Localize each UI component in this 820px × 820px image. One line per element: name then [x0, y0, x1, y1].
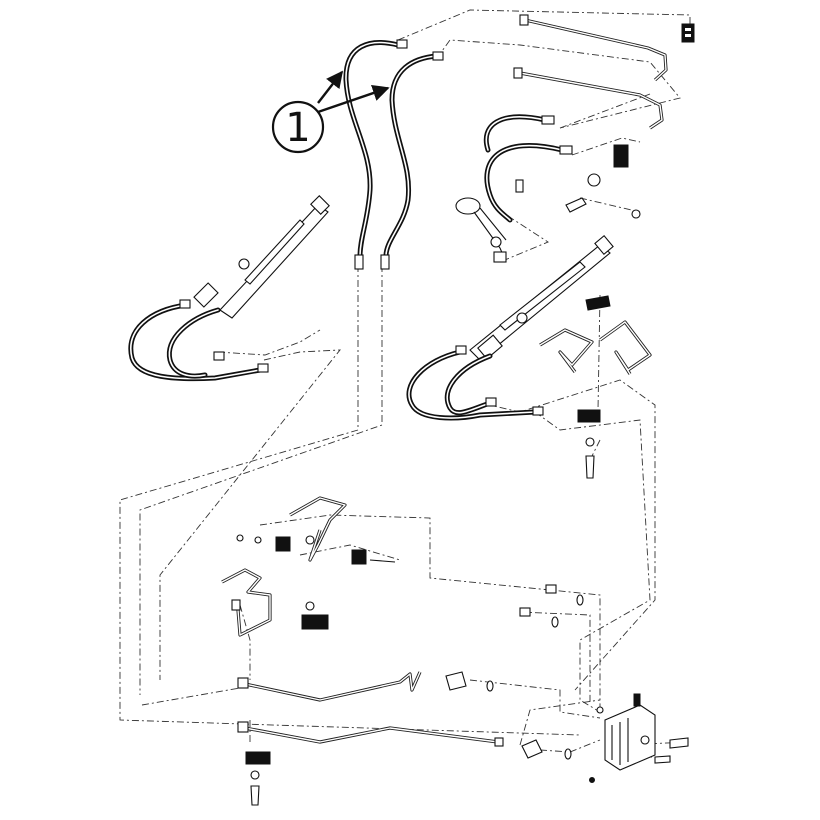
middle-right-hoses: [483, 114, 641, 223]
dashed-connection-lines: [119, 9, 691, 758]
bolt: [565, 197, 587, 213]
washer: [305, 601, 315, 611]
hose-fitting: [455, 345, 467, 355]
tube-fitting: [237, 721, 249, 733]
tube-fitting: [519, 14, 529, 26]
washer: [250, 770, 260, 780]
nut: [631, 209, 641, 219]
hose-fitting: [396, 39, 408, 49]
callout-1: 1: [271, 70, 390, 154]
bolt: [250, 785, 260, 806]
right-hydraulic-cylinder: [469, 235, 614, 361]
cylinder-clamp: [585, 295, 611, 311]
callout-label: 1: [285, 105, 310, 151]
center-tube-assembly: [236, 496, 396, 565]
tube-clamp: [245, 751, 271, 765]
left-hydraulic-cylinder: [193, 195, 330, 319]
control-valve: [589, 693, 689, 783]
hose-fitting: [213, 351, 225, 361]
hose-fitting: [485, 397, 497, 407]
hose-fitting: [532, 406, 544, 416]
small-fittings: [519, 584, 584, 760]
hose-fitting: [559, 145, 573, 155]
bolt: [585, 455, 595, 479]
tube-fitting: [513, 67, 523, 79]
tube-clamp: [577, 409, 601, 423]
hose-fitting: [515, 179, 524, 193]
tube-fitting: [494, 737, 504, 747]
hose-fitting: [541, 115, 555, 125]
tube-clamp: [351, 549, 367, 565]
upper-hose-pair: [343, 39, 444, 270]
right-hoses: [406, 345, 544, 421]
hose-fitting: [257, 363, 269, 373]
cylinder-port-fitting: [455, 197, 507, 263]
long-lower-tubes: [237, 671, 504, 806]
tube-clamp: [275, 536, 291, 552]
tube-clamp: [613, 144, 629, 168]
lower-left-bent-tube: [221, 568, 329, 637]
hose-fitting: [380, 254, 390, 270]
tube-clamp: [301, 614, 329, 630]
right-bent-tubes: [539, 320, 652, 479]
hose-fitting: [179, 299, 191, 309]
washer: [585, 437, 595, 447]
elbow-fitting: [445, 671, 467, 691]
upper-right-tubes: [513, 14, 695, 130]
left-hoses: [128, 299, 269, 382]
bolt: [654, 755, 671, 764]
hose-fitting: [354, 254, 364, 270]
tube-clamp: [681, 23, 695, 43]
washer: [587, 173, 601, 187]
tube-fitting: [231, 599, 241, 611]
bolt: [669, 737, 689, 749]
tube-fitting: [237, 677, 249, 689]
hose-fitting: [432, 51, 444, 61]
o-ring: [486, 680, 494, 692]
